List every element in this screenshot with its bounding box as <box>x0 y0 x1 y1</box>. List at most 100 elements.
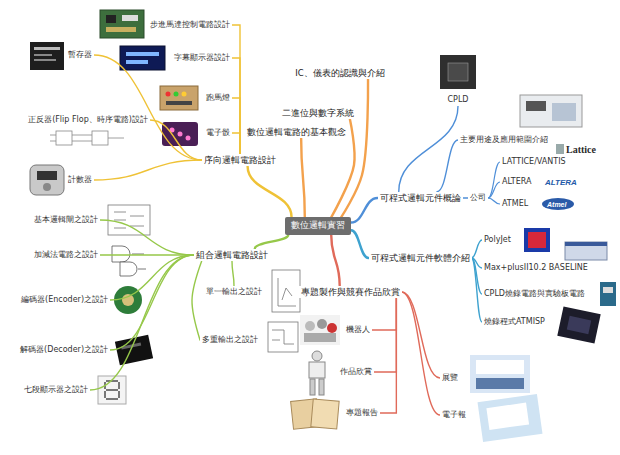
leaf-topic: 專題報告 <box>344 407 380 419</box>
branch-connector <box>301 138 305 217</box>
branch-connector <box>402 292 441 378</box>
branch-connector <box>110 255 194 300</box>
leaf-topic: 作品欣賞 <box>338 366 374 378</box>
topic-text: 正反器(Flip Flop、時序電路)設計 <box>28 115 148 125</box>
topic-text: 數位邏輯實習 <box>291 220 345 231</box>
topic-text: 數位邏輯電路的基本觀念 <box>247 127 346 138</box>
leaf-topic: 跑馬燈 <box>204 92 232 104</box>
leaf-topic: 解碼器(Decoder)之設計 <box>18 344 110 356</box>
stepper-board-photo <box>100 10 144 38</box>
decoder-chip-photo <box>115 335 153 366</box>
topic-text: 單一輸出之設計 <box>206 287 262 297</box>
topic-text: 專題報告 <box>346 408 378 418</box>
topic-text: 跑馬燈 <box>206 93 230 103</box>
topic-text: 解碼器(Decoder)之設計 <box>20 345 108 355</box>
leaf-topic: 多重輸出之設計 <box>200 334 260 346</box>
topic-text: 多重輸出之設計 <box>202 335 258 345</box>
logic-gate-sketch <box>108 205 150 235</box>
topic-text: 字幕顯示器設計 <box>174 53 230 63</box>
maxplus-screenshot <box>565 242 607 260</box>
topic-text: 序向邏輯電路設計 <box>204 155 276 166</box>
branch-connector <box>110 255 194 350</box>
central-topic: 數位邏輯實習 <box>285 217 351 234</box>
flip-flop-gates <box>50 131 124 145</box>
leaf-topic: CPLD <box>445 94 470 106</box>
topic-text: 步進馬達控制電路設計 <box>150 20 230 30</box>
branch-connector <box>488 162 500 198</box>
branch-connector <box>472 240 483 258</box>
leaf-topic: LATTICE/VANTIS <box>500 156 568 168</box>
branch-topic: 可程式邏輯元件軟體介紹 <box>369 252 472 265</box>
leaf-topic: 加減法電路之設計 <box>32 249 100 261</box>
topic-text: 暫存器 <box>68 50 92 60</box>
led-display-photo <box>120 46 165 70</box>
branch-connector <box>372 298 396 330</box>
branch-topic: 可程式邏輯元件概論 <box>378 192 463 205</box>
branch-topic: 組合邏輯電路設計 <box>194 249 270 262</box>
branch-connector <box>437 140 458 192</box>
branch-connector <box>351 230 369 258</box>
branch-connector <box>232 133 240 154</box>
leaf-topic: 字幕顯示器設計 <box>172 52 232 64</box>
topic-text: 作品欣賞 <box>340 367 372 377</box>
leaf-topic: ALTERA <box>500 176 533 188</box>
branch-connector <box>472 258 483 322</box>
leaf-topic: ATMEL <box>500 198 530 210</box>
leaf-topic: 燒錄程式ATMISP <box>482 316 547 328</box>
topic-text: 可程式邏輯元件軟體介紹 <box>371 253 470 264</box>
topic-text: 基本邏輯閘之設計 <box>34 215 98 225</box>
branch-connector <box>192 261 202 340</box>
leaf-topic: Max+plusII10.2 BASELINE <box>482 262 590 274</box>
topic-text: PolyJet <box>484 235 511 245</box>
leaf-topic: 基本邏輯閘之設計 <box>32 214 100 226</box>
branch-topic: 數位邏輯電路的基本觀念 <box>245 126 348 139</box>
topic-text: 組合邏輯電路設計 <box>196 250 268 261</box>
branch-connector <box>380 298 396 413</box>
leaf-topic: 暫存器 <box>66 49 94 61</box>
topic-text: 展覽 <box>442 373 458 383</box>
leaf-topic: 機器人 <box>344 324 372 336</box>
topic-text: 七段顯示器之設計 <box>24 385 88 395</box>
topic-text: LATTICE/VANTIS <box>502 157 566 167</box>
leaf-topic: 公司 <box>468 192 488 204</box>
multi-output-circuit <box>268 322 298 352</box>
polyjet-logo <box>524 228 550 252</box>
branch-connector <box>255 235 288 249</box>
leaf-topic: 單一輸出之設計 <box>204 286 264 298</box>
leaf-topic: 電子骰 <box>204 127 232 139</box>
topic-text: 二進位與數字系統 <box>282 108 354 119</box>
exhibition-photo <box>470 355 530 393</box>
breadboard-photo <box>160 86 198 110</box>
topic-text: ATMEL <box>502 199 528 209</box>
branch-topic: IC、儀表的認識與介紹 <box>293 67 386 80</box>
topic-text: Max+plusII10.2 BASELINE <box>484 263 588 273</box>
branch-topic: 二進位與數字系統 <box>280 107 356 120</box>
topic-text: CPLD <box>447 95 468 105</box>
branch-connector <box>90 255 194 390</box>
topic-text: IC、儀表的認識與介紹 <box>295 68 384 79</box>
branch-connector <box>232 261 234 286</box>
branch-connector <box>488 182 500 198</box>
topic-text: 燒錄程式ATMISP <box>484 317 545 327</box>
leaf-topic: PolyJet <box>482 234 513 246</box>
cpld-chip-photo <box>440 55 476 89</box>
lattice-logo-mark <box>556 144 564 154</box>
branch-connector <box>331 235 340 286</box>
brand-logo: ALTERA <box>545 178 577 187</box>
adder-gate-sketch <box>112 246 146 276</box>
register-chip-photo <box>30 42 64 70</box>
topic-text: 電子報 <box>442 410 466 420</box>
branch-connector <box>402 292 441 415</box>
branch-connector <box>150 120 202 160</box>
robot-group-photo <box>300 315 340 345</box>
branch-connector <box>232 58 240 154</box>
topic-text: ALTERA <box>502 177 531 187</box>
branch-connector <box>232 25 240 154</box>
atmisp-chip-photo <box>557 306 600 343</box>
branch-connector <box>232 98 240 154</box>
branch-topic: 序向邏輯電路設計 <box>202 154 278 167</box>
leaf-topic: 電子報 <box>440 409 468 421</box>
topic-text: 公司 <box>470 193 486 203</box>
topic-text: 編碼器(Encoder)之設計 <box>21 295 108 305</box>
